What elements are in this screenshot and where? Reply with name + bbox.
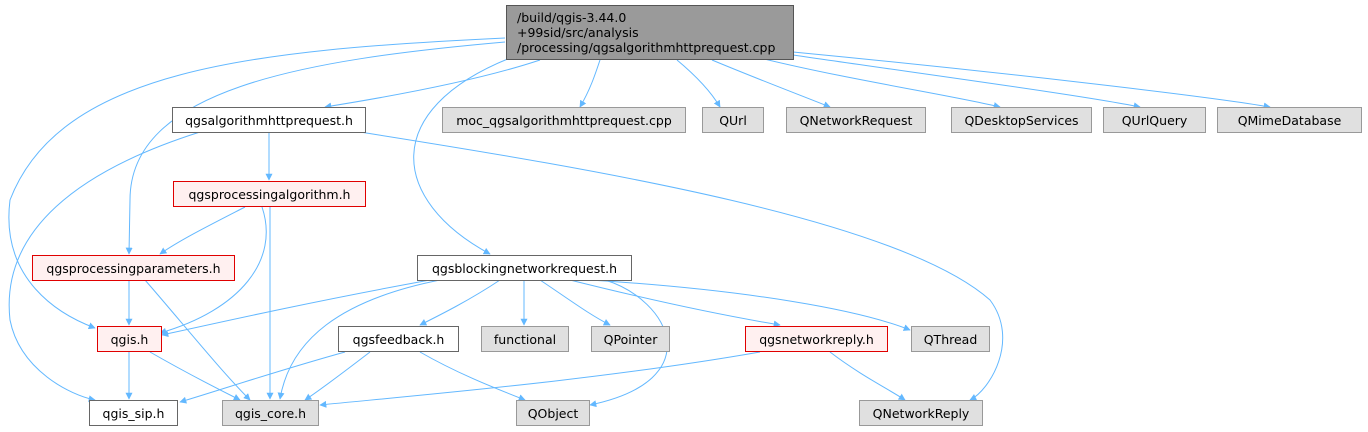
node-qurl[interactable]: QUrl — [702, 107, 764, 133]
edge-networkreply-h-qnetworkreply — [829, 351, 906, 401]
edge-root-qurlquery — [792, 54, 1141, 110]
edge-qgis-h-qgis-core-h — [149, 351, 241, 401]
edge-blockingnetworkrequest-h-qpointer — [539, 279, 611, 326]
edge-root-algorithmhttprequest-h — [324, 59, 541, 110]
edge-feedback-h-qobject — [419, 351, 526, 401]
node-qthread[interactable]: QThread — [911, 326, 990, 352]
edge-processingparameters-h-qgis-core-h — [144, 279, 251, 401]
node-qurlquery[interactable]: QUrlQuery — [1103, 107, 1206, 133]
edge-root-blockingnetworkrequest-h — [413, 57, 511, 255]
node-qgsprocessingparameters-h[interactable]: qgsprocessingparameters.h — [32, 255, 235, 281]
edge-networkreply-h-qgis-core-h — [319, 351, 761, 408]
edge-processingalgorithm-h-qgis-h — [159, 206, 267, 335]
node-qnetworkreply[interactable]: QNetworkReply — [859, 400, 983, 426]
edge-feedback-h-qgis-core-h — [304, 351, 371, 401]
root-file-path-line-2: +99sid/src/analysis — [517, 25, 639, 40]
node-qgsprocessingalgorithm-h[interactable]: qgsprocessingalgorithm.h — [173, 181, 366, 207]
node-qobject[interactable]: QObject — [516, 400, 590, 426]
node-qgsfeedback-h[interactable]: qgsfeedback.h — [338, 326, 459, 352]
edge-root-qnetworkrequest — [711, 59, 831, 108]
root-file-path-line-1: /build/qgis-3.44.0 — [517, 10, 627, 25]
edge-blockingnetworkrequest-h-qthread — [589, 279, 911, 331]
node-qgis-core-h[interactable]: qgis_core.h — [222, 400, 319, 426]
edge-algorithmhttprequest-h-qnetworkreply — [359, 131, 1004, 401]
root-file-path-line-3: /processing/qgsalgorithmhttprequest.cpp — [517, 40, 776, 55]
node-qnetworkrequest[interactable]: QNetworkRequest — [786, 107, 926, 133]
node-qmimedatabase[interactable]: QMimeDatabase — [1217, 107, 1362, 133]
edge-root-moc-cpp — [579, 59, 601, 108]
node-qgsalgorithmhttprequest-h[interactable]: qgsalgorithmhttprequest.h — [172, 107, 366, 133]
node-qgsnetworkreply-h[interactable]: qgsnetworkreply.h — [745, 326, 888, 352]
edge-blockingnetworkrequest-h-qgis-h — [161, 279, 431, 338]
node-qdesktopservices[interactable]: QDesktopServices — [951, 107, 1092, 133]
node-qgsblockingnetworkrequest-h[interactable]: qgsblockingnetworkrequest.h — [417, 255, 632, 281]
node-qpointer[interactable]: QPointer — [591, 326, 670, 352]
edge-algorithmhttprequest-h-qgis-sip-h — [8, 131, 201, 403]
edge-blockingnetworkrequest-h-qgis-core-h — [277, 279, 441, 400]
edge-blockingnetworkrequest-h-feedback-h — [419, 279, 501, 326]
node-qgis-h[interactable]: qgis.h — [97, 326, 162, 352]
edge-processingalgorithm-h-processingparameters-h — [159, 206, 246, 255]
edge-root-processingparameters-h — [125, 41, 506, 255]
edge-root-qgis-h — [8, 37, 506, 330]
node-functional[interactable]: functional — [481, 326, 569, 352]
edge-feedback-h-qgis-sip-h — [179, 351, 346, 404]
root-file-node[interactable]: /build/qgis-3.44.0 +99sid/src/analysis /… — [506, 5, 794, 60]
edge-root-qdesktopservices — [759, 57, 1001, 109]
edge-blockingnetworkrequest-h-networkreply-h — [569, 279, 781, 328]
edge-root-qmimedatabase — [792, 51, 1271, 110]
edge-root-qurl — [676, 59, 721, 108]
node-moc-qgsalgorithmhttprequest-cpp[interactable]: moc_qgsalgorithmhttprequest.cpp — [442, 107, 686, 133]
node-qgis-sip-h[interactable]: qgis_sip.h — [89, 400, 178, 426]
